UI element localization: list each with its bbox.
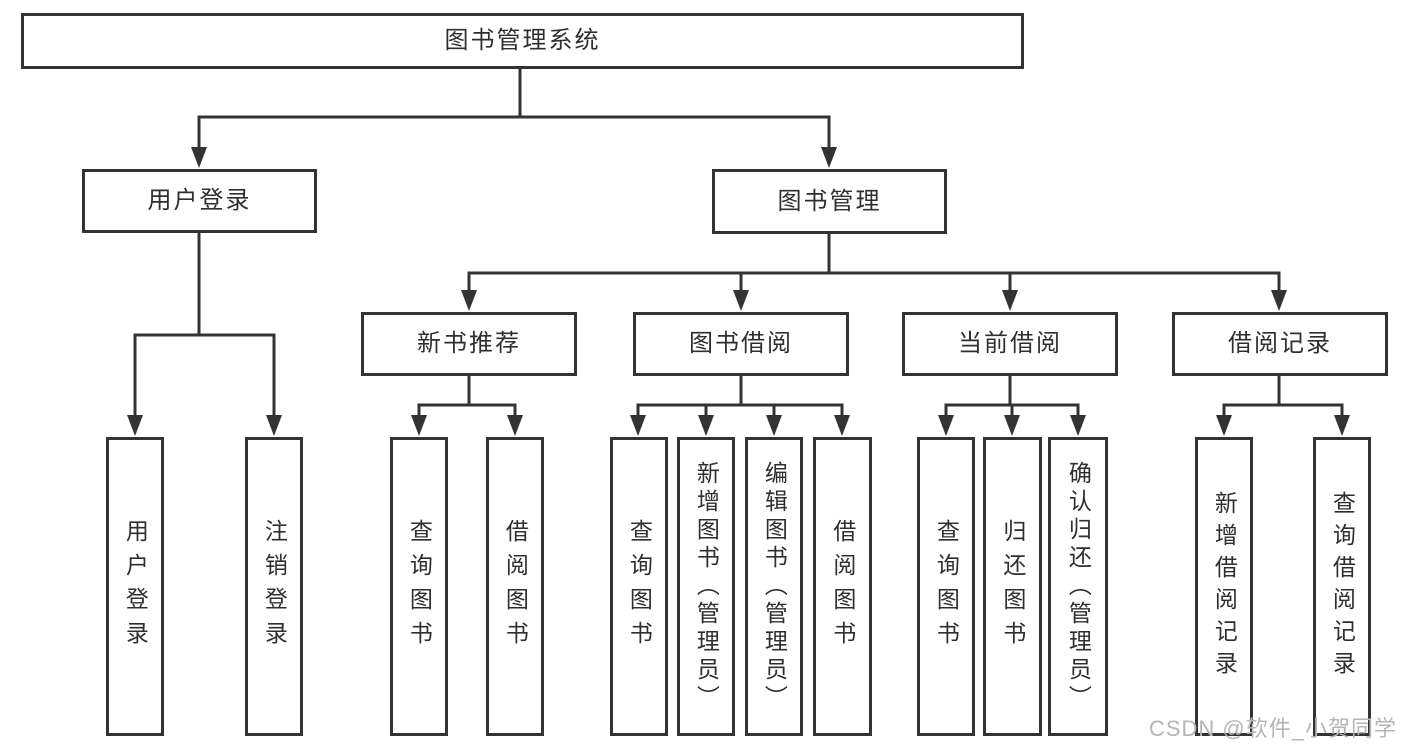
arrowhead-icon: [630, 415, 646, 436]
leaf-borrow-book-2: 借阅图书: [813, 437, 872, 736]
arrowhead-icon: [1070, 415, 1086, 436]
arrowhead-icon: [834, 415, 850, 436]
arrowhead-icon: [1334, 415, 1350, 436]
arrowhead-icon: [461, 290, 477, 311]
arrowhead-icon: [1004, 415, 1020, 436]
leaf-query-book-2: 查询图书: [610, 437, 668, 736]
leaf-return-book: 归还图书: [983, 437, 1042, 736]
arrowhead-icon: [191, 147, 207, 168]
arrowhead-icon: [698, 415, 714, 436]
leaf-borrow-book-1: 借阅图书: [486, 437, 544, 736]
node-root-system: 图书管理系统: [21, 13, 1024, 69]
arrowhead-icon: [1002, 290, 1018, 311]
node-current-borrow: 当前借阅: [902, 312, 1118, 376]
arrowhead-icon: [733, 290, 749, 311]
leaf-edit-book-admin: 编辑图书（管理员）: [745, 437, 803, 736]
arrowhead-icon: [938, 415, 954, 436]
leaf-add-borrow-record: 新增借阅记录: [1195, 437, 1253, 736]
csdn-watermark: CSDN @软件_小贺同学: [1148, 716, 1397, 741]
leaf-query-borrow-record: 查询借阅记录: [1313, 437, 1371, 736]
leaf-logout: 注销登录: [245, 437, 303, 736]
leaf-add-book-admin: 新增图书（管理员）: [677, 437, 735, 736]
node-book-borrow: 图书借阅: [633, 312, 849, 376]
node-book-management: 图书管理: [712, 169, 947, 234]
connector-book-management: [467, 234, 1281, 296]
connector-book-borrow: [636, 376, 844, 421]
leaf-query-book-3: 查询图书: [917, 437, 975, 736]
connector-user-login: [133, 233, 276, 421]
leaf-user-login: 用户登录: [106, 437, 164, 736]
arrowhead-icon: [411, 415, 427, 436]
arrowhead-icon: [266, 415, 282, 436]
arrowhead-icon: [1271, 290, 1287, 311]
arrowhead-icon: [766, 415, 782, 436]
connector-new-book: [417, 376, 517, 421]
connector-borrow-records: [1222, 376, 1344, 421]
arrowhead-icon: [1216, 415, 1232, 436]
arrowhead-icon: [821, 147, 837, 168]
leaf-query-book-1: 查询图书: [390, 437, 448, 736]
leaf-confirm-return-admin: 确认归还（管理员）: [1048, 437, 1108, 736]
node-user-login: 用户登录: [82, 169, 317, 233]
arrowhead-icon: [127, 415, 143, 436]
node-new-book-recommend: 新书推荐: [361, 312, 577, 376]
node-borrow-records: 借阅记录: [1172, 312, 1388, 376]
connector-current-borrow: [944, 376, 1080, 421]
connector-root: [197, 69, 831, 153]
arrowhead-icon: [507, 415, 523, 436]
